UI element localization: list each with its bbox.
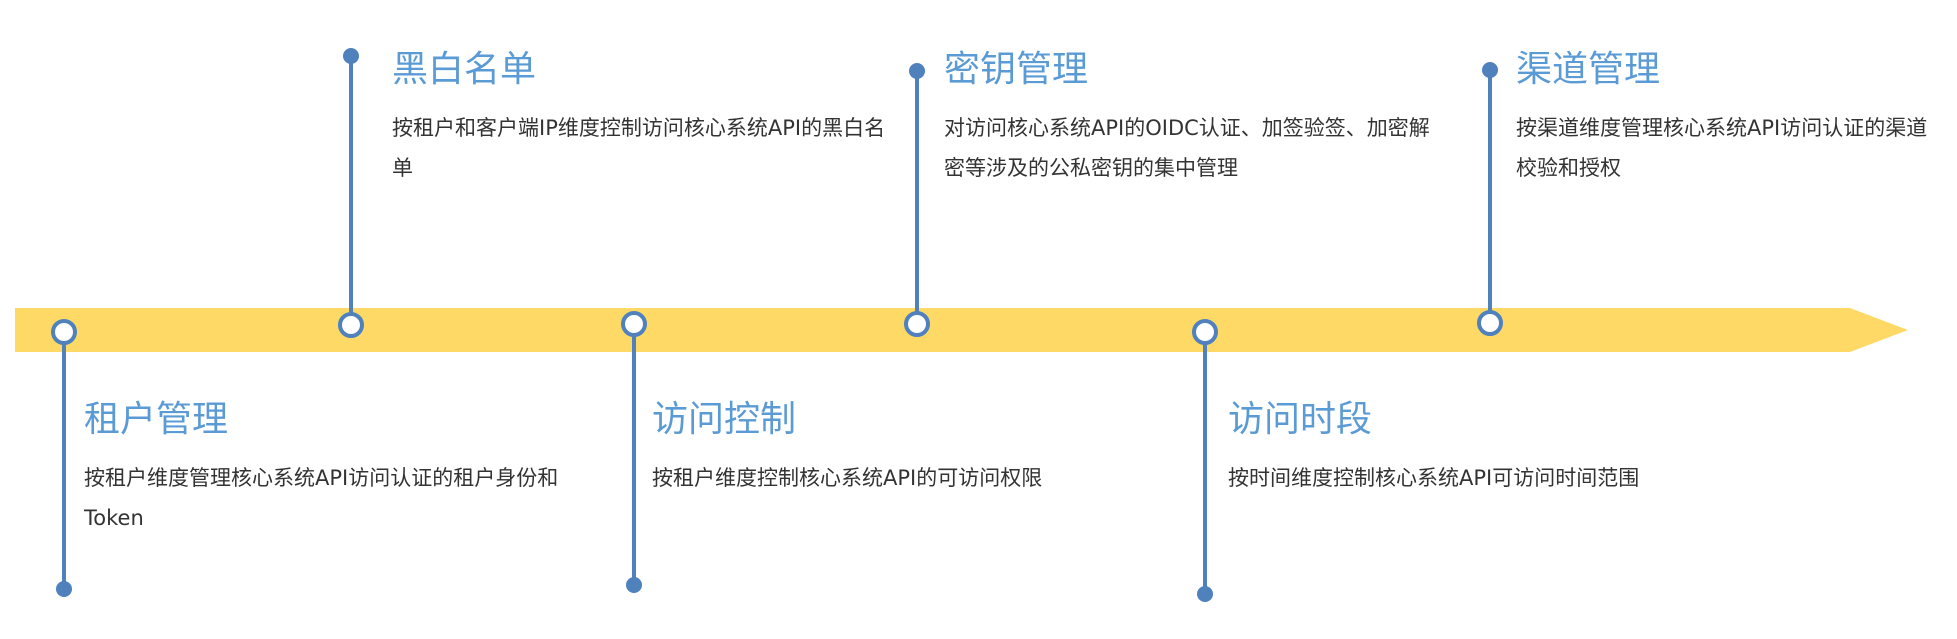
connector-dot-key-mgmt [909, 63, 925, 79]
timeline-node-tenant [51, 319, 77, 345]
milestone-desc: 按租户维度控制核心系统API的可访问权限 [652, 466, 1043, 490]
milestone-access-control: 访问控制 按租户维度控制核心系统API的可访问权限 [652, 398, 1172, 498]
timeline-arrow [15, 308, 1908, 352]
milestone-desc: 按租户维度管理核心系统API访问认证的租户身份和Token [84, 466, 559, 530]
milestone-desc: 按时间维度控制核心系统API可访问时间范围 [1228, 466, 1640, 490]
connector-dot-access-control [626, 577, 642, 593]
milestone-title: 密钥管理 [944, 49, 1089, 90]
milestone-tenant: 租户管理 按租户维度管理核心系统API访问认证的租户身份和Token [84, 398, 564, 538]
milestone-blacklist: 黑白名单 按租户和客户端IP维度控制访问核心系统API的黑白名单 [392, 48, 902, 188]
milestone-key-mgmt: 密钥管理 对访问核心系统API的OIDC认证、加签验签、加密解密等涉及的公私密钥… [944, 48, 1434, 188]
milestone-desc: 按渠道维度管理核心系统API访问认证的渠道校验和授权 [1516, 116, 1928, 180]
timeline-node-access-period [1192, 319, 1218, 345]
milestone-title: 黑白名单 [392, 49, 537, 90]
timeline-node-key-mgmt [904, 311, 930, 337]
connector-dot-channel [1482, 62, 1498, 78]
connector-dot-blacklist [343, 48, 359, 64]
milestone-title: 访问控制 [652, 399, 797, 440]
timeline-node-channel [1477, 310, 1503, 336]
milestone-title: 渠道管理 [1516, 49, 1661, 90]
timeline-node-blacklist [338, 312, 364, 338]
connector-dot-tenant [56, 581, 72, 597]
milestone-access-period: 访问时段 按时间维度控制核心系统API可访问时间范围 [1228, 398, 1788, 498]
milestone-desc: 对访问核心系统API的OIDC认证、加签验签、加密解密等涉及的公私密钥的集中管理 [944, 116, 1430, 180]
milestone-desc: 按租户和客户端IP维度控制访问核心系统API的黑白名单 [392, 116, 886, 180]
milestone-title: 租户管理 [84, 399, 229, 440]
milestone-title: 访问时段 [1228, 399, 1373, 440]
connector-dot-access-period [1197, 586, 1213, 602]
timeline-node-access-control [621, 311, 647, 337]
milestone-channel: 渠道管理 按渠道维度管理核心系统API访问认证的渠道校验和授权 [1516, 48, 1946, 188]
